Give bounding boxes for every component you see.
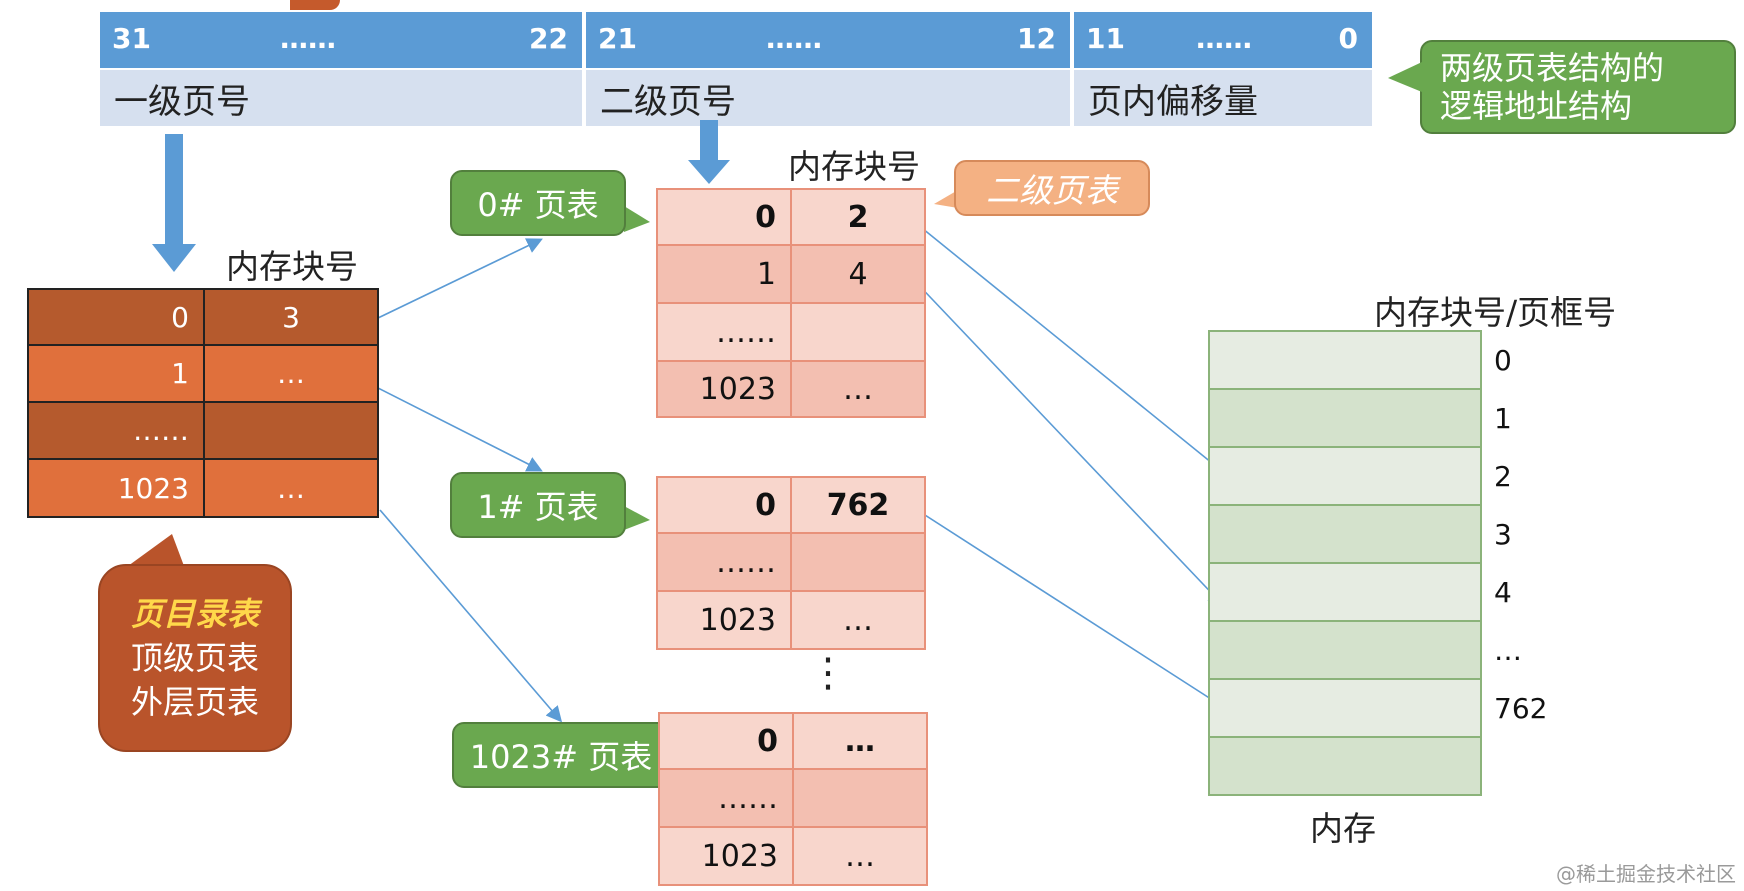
label-block-no-pagetable: 内存块号 xyxy=(788,147,920,186)
frame-label-1: 1 xyxy=(1494,402,1512,435)
bit-12-label: 12 xyxy=(1017,22,1056,55)
arrow-pt0-row1-to-frame4 xyxy=(911,277,1225,607)
label-frame-no: 内存块号/页框号 xyxy=(1374,293,1617,332)
pt1-row-2-index: 1023 xyxy=(656,590,792,650)
memory-frame-5 xyxy=(1208,620,1482,680)
callout-pt1: 1# 页表 xyxy=(450,472,626,538)
bit-11-label: 11 xyxy=(1086,22,1125,55)
pt1023-row-2-index: 1023 xyxy=(658,826,794,886)
memory-frame-4 xyxy=(1208,562,1482,622)
arrow-dir1023-to-pt1023 xyxy=(379,509,563,723)
pt1-row-2-block: … xyxy=(790,590,926,650)
down-arrow-first-level xyxy=(152,134,196,272)
bit-0-label: 0 xyxy=(1338,22,1358,55)
dir-row-0-index: 0 xyxy=(29,290,205,346)
frame-label-5: … xyxy=(1494,634,1522,667)
dir-row-2-block xyxy=(205,403,377,460)
memory-frame-2 xyxy=(1208,446,1482,506)
pt1-row-1-index: …… xyxy=(656,532,792,592)
memory-frame-6 xyxy=(1208,678,1482,738)
down-arrow-second-level xyxy=(688,120,730,184)
directory-callout-tail xyxy=(128,534,184,566)
pt0-row-2-index: …… xyxy=(656,302,792,362)
memory-column xyxy=(1208,330,1482,796)
bit-dots: …… xyxy=(1196,22,1252,55)
arrow-dir0-to-pt0 xyxy=(377,238,543,319)
page-table-1023: 0 … …… 1023 … xyxy=(658,712,928,886)
field-second-level-page: 二级页号 xyxy=(586,70,1070,126)
arrow-dir1-to-pt1 xyxy=(377,387,543,472)
pt1-callout-tail xyxy=(624,506,650,530)
pt0-row-3-index: 1023 xyxy=(656,360,792,418)
frame-label-762: 762 xyxy=(1494,692,1548,725)
callout-directory-line2: 顶级页表 xyxy=(130,639,259,677)
pt1023-row-1-index: …… xyxy=(658,768,794,828)
callout-page-directory: 页目录表 顶级页表 外层页表 xyxy=(98,564,292,752)
second-level-callout-tail xyxy=(934,190,958,208)
field-page-offset: 页内偏移量 xyxy=(1074,70,1372,126)
arrow-pt1-row0-to-frame762 xyxy=(913,507,1231,712)
memory-frame-7 xyxy=(1208,736,1482,796)
dir-row-0-block: 3 xyxy=(205,290,377,346)
dir-row-3-block: … xyxy=(205,460,377,516)
memory-frame-1 xyxy=(1208,388,1482,448)
pt0-row-1-index: 1 xyxy=(656,244,792,304)
callout-directory-line3: 外层页表 xyxy=(130,683,259,721)
frame-label-0: 0 xyxy=(1494,344,1512,377)
memory-frame-3 xyxy=(1208,504,1482,564)
frame-label-2: 2 xyxy=(1494,460,1512,493)
callout-pt0: 0# 页表 xyxy=(450,170,626,236)
pt0-row-0-index: 0 xyxy=(656,188,792,246)
label-block-no-directory: 内存块号 xyxy=(226,247,358,286)
bits-31-22: 31 …… 22 xyxy=(100,12,582,68)
pt1023-row-0-block: … xyxy=(792,712,928,770)
pt0-row-2-block xyxy=(790,302,926,362)
field-first-level-page: 一级页号 xyxy=(100,70,582,126)
bit-21-label: 21 xyxy=(598,22,637,55)
pt1023-row-1-block xyxy=(792,768,928,828)
dir-row-1-index: 1 xyxy=(29,346,205,403)
bit-22-label: 22 xyxy=(529,22,568,55)
pt1023-row-0-index: 0 xyxy=(658,712,794,770)
memory-frame-0 xyxy=(1208,330,1482,390)
bits-11-0: 11 …… 0 xyxy=(1074,12,1372,68)
pt0-row-3-block: … xyxy=(790,360,926,418)
page-table-0: 0 2 1 4 …… 1023 … xyxy=(656,188,926,418)
page-table-1: 0 762 …… 1023 … xyxy=(656,476,926,650)
pt1-row-0-index: 0 xyxy=(656,476,792,534)
pt0-row-0-block: 2 xyxy=(790,188,926,246)
pt1-row-0-block: 762 xyxy=(790,476,926,534)
bits-21-12: 21 …… 12 xyxy=(586,12,1070,68)
callout-directory-line1: 页目录表 xyxy=(130,595,259,633)
decorative-arrow-fragment xyxy=(290,0,340,10)
arrow-pt0-row0-to-frame2 xyxy=(911,219,1231,479)
vertical-ellipsis: ⋮ xyxy=(808,650,848,696)
callout-pt1023: 1023# 页表 xyxy=(452,722,670,788)
pt1023-row-2-block: … xyxy=(792,826,928,886)
callout-structure-line2: 逻辑地址结构 xyxy=(1440,87,1633,125)
callout-structure-line1: 两级页表结构的 xyxy=(1440,49,1665,87)
bit-dots: …… xyxy=(766,22,822,55)
callout-address-structure: 两级页表结构的 逻辑地址结构 xyxy=(1420,40,1736,134)
bit-31-label: 31 xyxy=(112,22,151,55)
frame-label-3: 3 xyxy=(1494,518,1512,551)
bit-dots: …… xyxy=(280,22,336,55)
pt1-row-1-block xyxy=(790,532,926,592)
dir-row-2-index: …… xyxy=(29,403,205,460)
callout-second-level-page-table: 二级页表 xyxy=(954,160,1150,216)
pt0-row-1-block: 4 xyxy=(790,244,926,304)
dir-row-3-index: 1023 xyxy=(29,460,205,516)
pt0-callout-tail xyxy=(624,206,650,232)
structure-callout-tail xyxy=(1388,62,1422,92)
dir-row-1-block: … xyxy=(205,346,377,403)
page-directory-table: 0 3 1 … …… 1023 … xyxy=(27,288,379,518)
watermark: @稀土掘金技术社区 xyxy=(1556,862,1736,886)
label-memory: 内存 xyxy=(1310,809,1376,848)
frame-label-4: 4 xyxy=(1494,576,1512,609)
